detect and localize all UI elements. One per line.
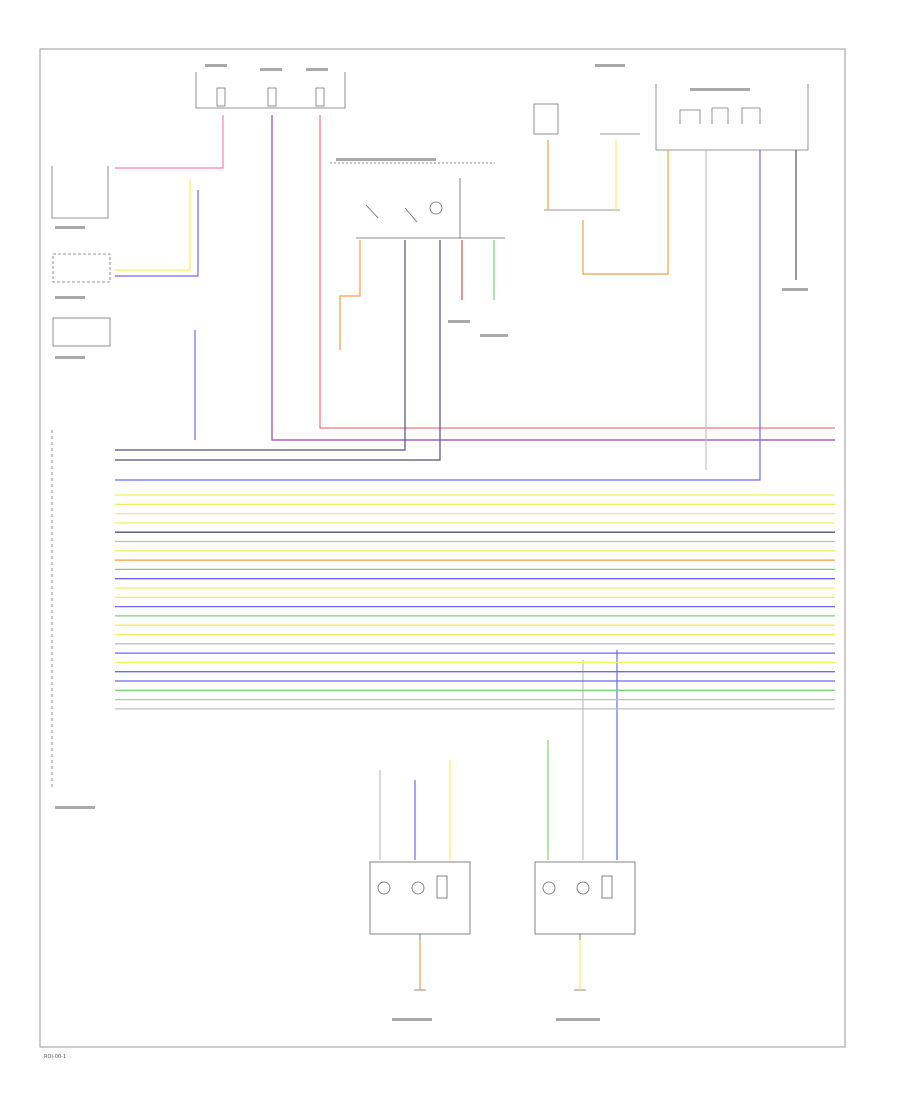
label-marks xyxy=(55,64,808,1021)
switch-assembly xyxy=(330,162,505,239)
wire-bundle xyxy=(115,494,835,710)
diagram-frame xyxy=(39,48,846,1048)
top-right-modules xyxy=(533,84,809,211)
footer-code: ROI-00-1 xyxy=(44,1054,66,1060)
fuse-block xyxy=(195,72,346,109)
left-components xyxy=(51,166,111,790)
vertical-wires xyxy=(115,115,835,990)
lamp-units xyxy=(369,861,636,991)
